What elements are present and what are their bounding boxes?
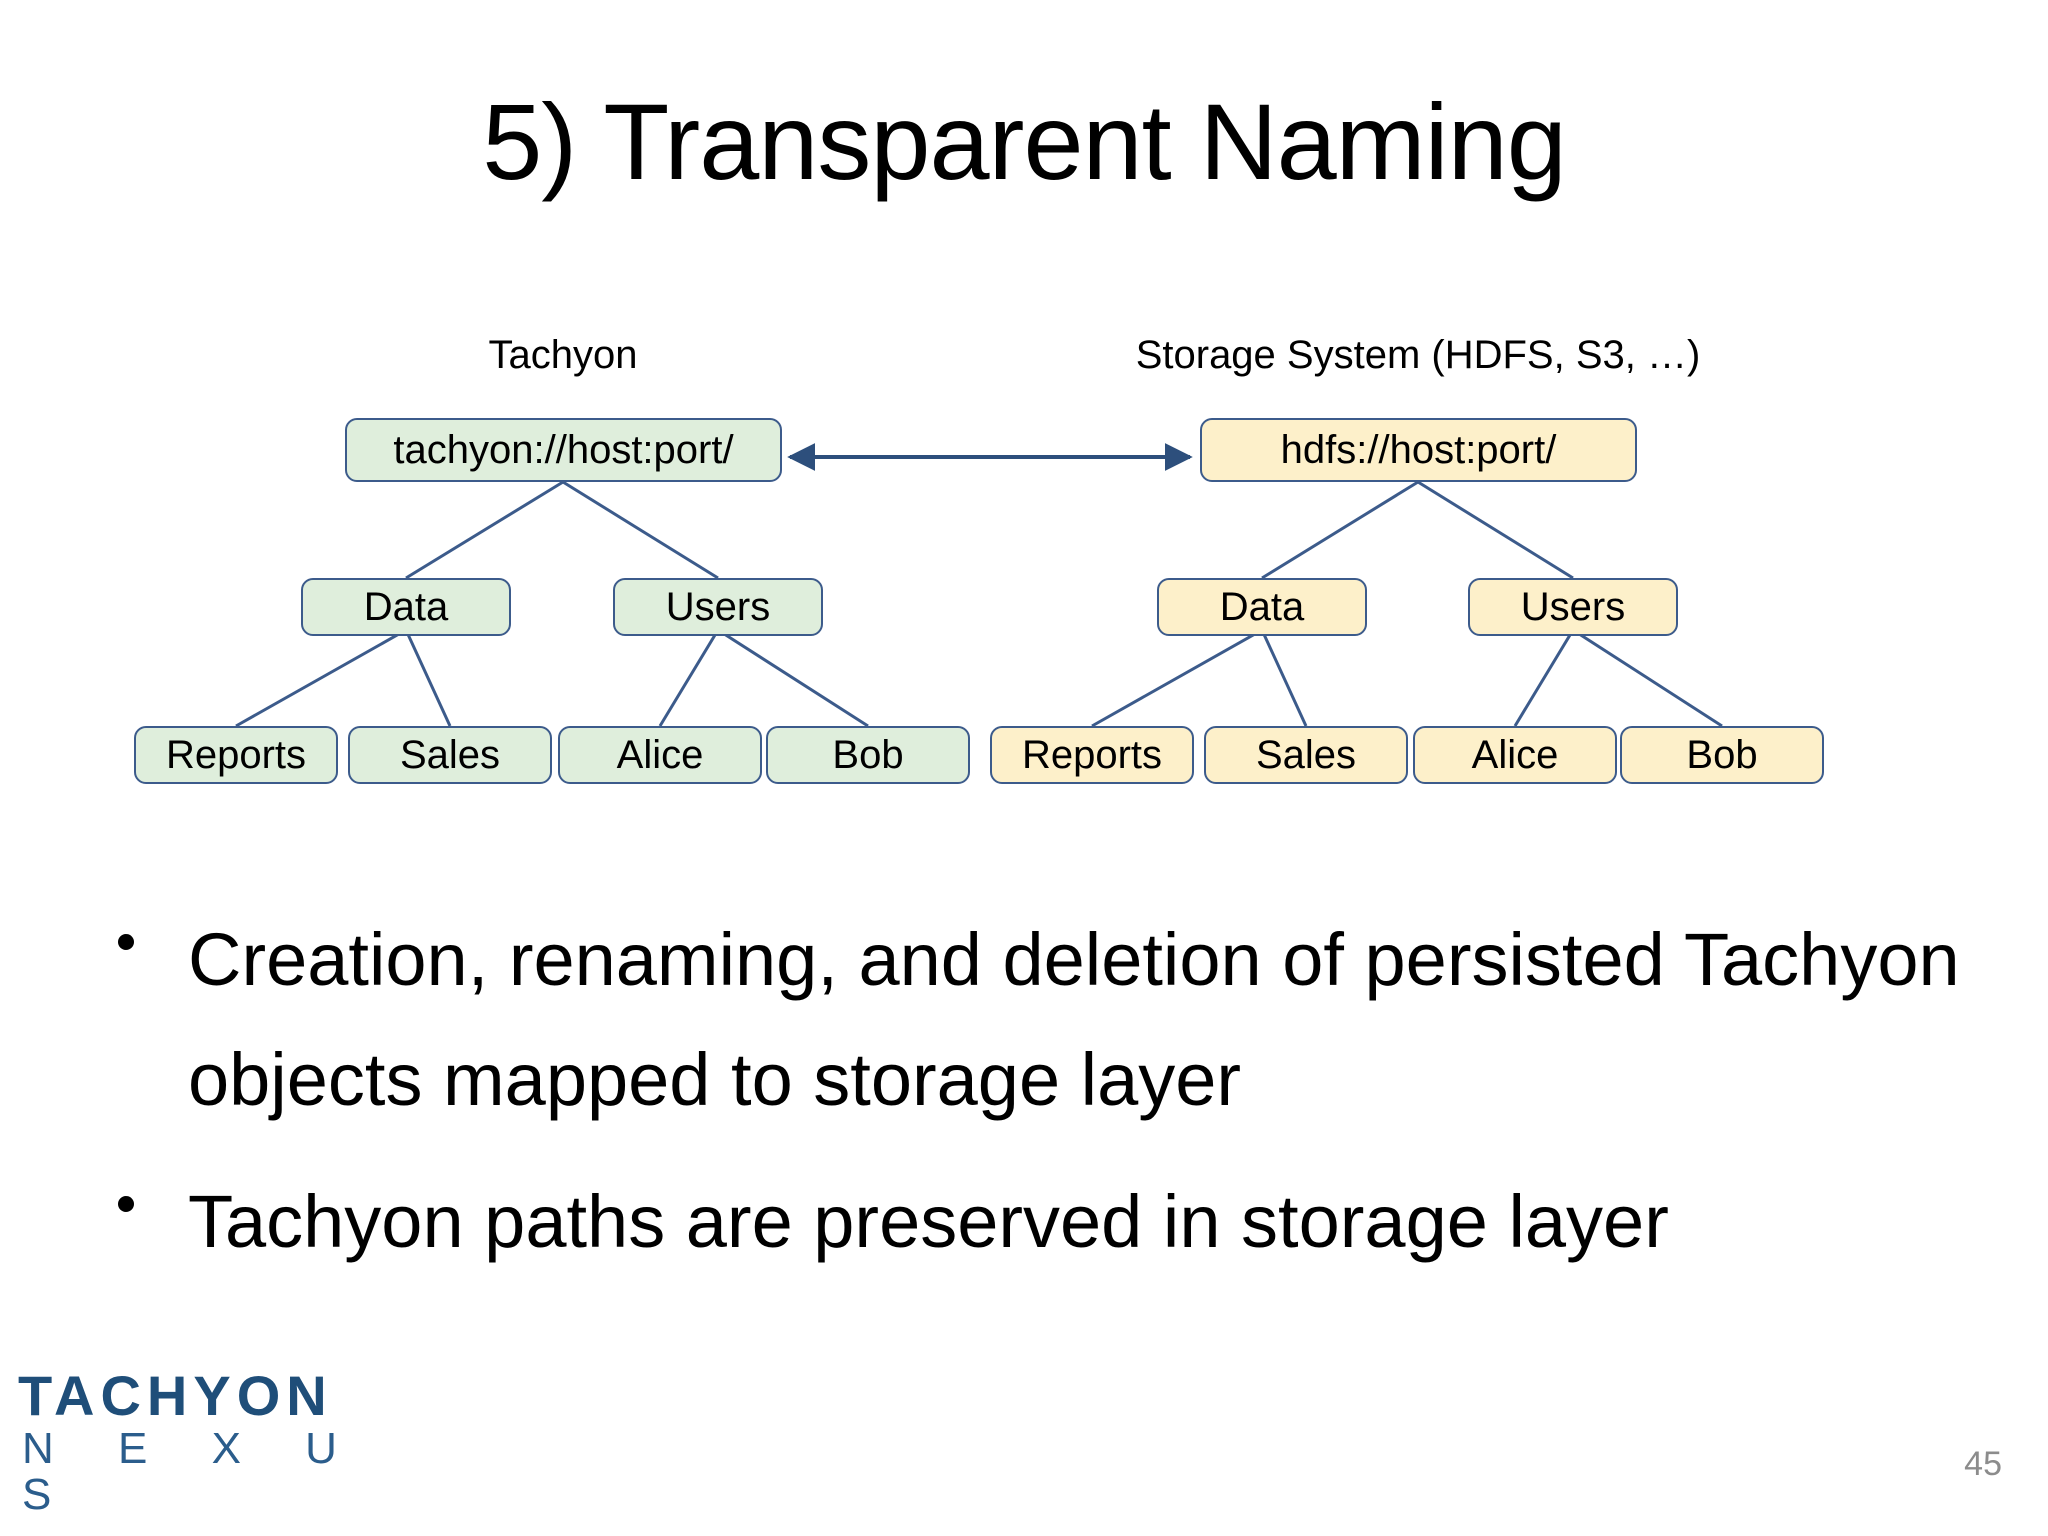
- right-tree-connectors: [1091, 480, 1723, 728]
- left-tree-leaf-reports[interactable]: Reports: [134, 726, 338, 784]
- page-title: 5) Transparent Naming: [482, 81, 1567, 202]
- right-tree-leaf-bob[interactable]: Bob: [1620, 726, 1824, 784]
- tachyon-nexus-logo: TACHYON N E X U S: [18, 1363, 438, 1519]
- right-tree-root-node[interactable]: hdfs://host:port/: [1200, 418, 1637, 482]
- right-tree-leaf-sales[interactable]: Sales: [1204, 726, 1408, 784]
- left-tree-root-node[interactable]: tachyon://host:port/: [345, 418, 782, 482]
- bullet-dot-icon: [118, 1195, 134, 1212]
- bullet-text: Tachyon paths are preserved in storage l…: [188, 1179, 1669, 1263]
- right-tree-leaf-alice[interactable]: Alice: [1413, 726, 1617, 784]
- left-tree-leaf-sales[interactable]: Sales: [348, 726, 552, 784]
- page-number: 45: [1964, 1445, 2002, 1483]
- left-tree-leaf-alice[interactable]: Alice: [558, 726, 762, 784]
- left-tree-leaf-bob[interactable]: Bob: [766, 726, 970, 784]
- diagram-connectors: [235, 443, 1723, 728]
- logo-wordmark-nexus: N E X U S: [22, 1423, 363, 1519]
- bullet-text: Creation, renaming, and deletion of pers…: [188, 918, 1960, 1121]
- right-tree-caption: Storage System (HDFS, S3, …): [1135, 333, 1701, 377]
- left-tree-connectors: [235, 480, 869, 728]
- right-tree-leaf-reports[interactable]: Reports: [990, 726, 1194, 784]
- bullet-dot-icon: [118, 934, 134, 951]
- bullet-item: Tachyon paths are preserved in storage l…: [110, 1162, 2010, 1282]
- naming-mapping-diagram: Tachyon tachyon://host:port/ Data Users …: [0, 300, 2048, 820]
- bullet-list: Creation, renaming, and deletion of pers…: [110, 900, 2010, 1304]
- left-tree-branch-users[interactable]: Users: [613, 578, 823, 636]
- bullet-item: Creation, renaming, and deletion of pers…: [110, 900, 2010, 1140]
- right-tree-branch-users[interactable]: Users: [1468, 578, 1678, 636]
- left-tree-caption: Tachyon: [488, 333, 638, 377]
- left-tree-branch-data[interactable]: Data: [301, 578, 511, 636]
- right-tree-branch-data[interactable]: Data: [1157, 578, 1367, 636]
- logo-wordmark-tachyon: TACHYON: [18, 1363, 333, 1427]
